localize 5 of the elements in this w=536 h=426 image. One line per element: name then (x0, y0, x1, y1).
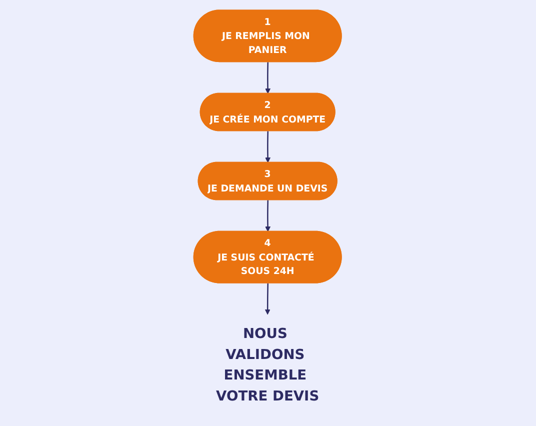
arrow (265, 200, 271, 232)
node-text: NOUS VALIDONS ENSEMBLE VOTRE DEVIS (216, 326, 320, 404)
arrow (265, 62, 271, 94)
arrow (265, 283, 271, 315)
arrow (265, 131, 271, 163)
